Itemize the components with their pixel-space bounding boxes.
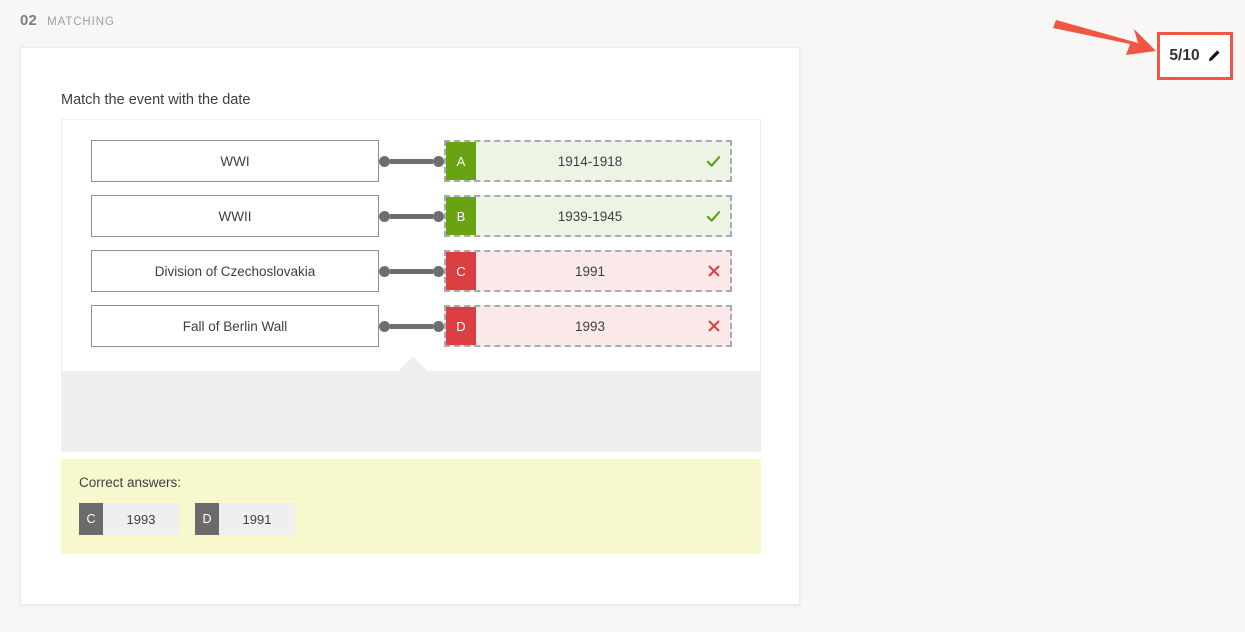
chip-letter: D: [195, 503, 219, 535]
connector-dot-left: [379, 265, 390, 277]
match-letter-badge: D: [446, 307, 476, 345]
connector-bar: [390, 158, 433, 164]
match-right-item[interactable]: D 1993: [444, 305, 732, 347]
match-left-item[interactable]: WWI: [91, 140, 379, 182]
match-right-value: 1939-1945: [557, 208, 623, 224]
question-header: 02 MATCHING: [20, 12, 115, 29]
match-connector: [379, 320, 444, 332]
question-prompt: Match the event with the date: [61, 92, 251, 108]
match-letter-badge: A: [446, 142, 476, 180]
arrow-pointer-icon: [1053, 20, 1156, 55]
connector-bar: [390, 213, 433, 219]
drop-zone-notch-icon: [397, 357, 429, 372]
match-letter-badge: C: [446, 252, 476, 290]
pencil-icon[interactable]: [1207, 49, 1221, 63]
connector-bar: [390, 268, 433, 274]
score-badge[interactable]: 5/10: [1157, 32, 1233, 80]
connector-bar: [390, 323, 433, 329]
match-connector: [379, 155, 444, 167]
connector-dot-right: [433, 320, 444, 332]
connector-dot-right: [433, 210, 444, 222]
correct-answers-panel: Correct answers: C 1993 D 1991: [61, 459, 761, 554]
table-row: Division of Czechoslovakia C 1991: [62, 250, 760, 292]
connector-dot-right: [433, 265, 444, 277]
table-row: Fall of Berlin Wall D 1993: [62, 305, 760, 347]
match-letter-badge: B: [446, 197, 476, 235]
check-icon: [706, 142, 721, 180]
list-item: D 1991: [195, 503, 295, 535]
matching-area: WWI A 1914-1918 WWII: [61, 119, 761, 452]
chip-value: 1993: [103, 503, 179, 535]
connector-dot-right: [433, 155, 444, 167]
chip-letter: C: [79, 503, 103, 535]
score-value: 5/10: [1169, 47, 1200, 64]
question-number: 02: [20, 12, 38, 29]
match-right-item[interactable]: B 1939-1945: [444, 195, 732, 237]
cross-icon: [707, 252, 721, 290]
connector-dot-left: [379, 210, 390, 222]
question-type-label: MATCHING: [47, 16, 115, 28]
question-card: Match the event with the date WWI A 1914…: [20, 47, 800, 605]
chip-value: 1991: [219, 503, 295, 535]
matching-rows: WWI A 1914-1918 WWII: [62, 120, 760, 365]
match-right-value: 1991: [574, 263, 606, 279]
answer-drop-zone[interactable]: [62, 357, 760, 451]
match-right-value: 1993: [574, 318, 606, 334]
match-connector: [379, 265, 444, 277]
correct-answers-chips: C 1993 D 1991: [79, 503, 743, 535]
table-row: WWII B 1939-1945: [62, 195, 760, 237]
connector-dot-left: [379, 320, 390, 332]
match-connector: [379, 210, 444, 222]
correct-answers-title: Correct answers:: [79, 475, 182, 490]
match-left-item[interactable]: Fall of Berlin Wall: [91, 305, 379, 347]
list-item: C 1993: [79, 503, 179, 535]
table-row: WWI A 1914-1918: [62, 140, 760, 182]
match-right-item[interactable]: A 1914-1918: [444, 140, 732, 182]
match-right-item[interactable]: C 1991: [444, 250, 732, 292]
match-right-value: 1914-1918: [557, 153, 623, 169]
connector-dot-left: [379, 155, 390, 167]
match-left-item[interactable]: WWII: [91, 195, 379, 237]
cross-icon: [707, 307, 721, 345]
check-icon: [706, 197, 721, 235]
match-left-item[interactable]: Division of Czechoslovakia: [91, 250, 379, 292]
